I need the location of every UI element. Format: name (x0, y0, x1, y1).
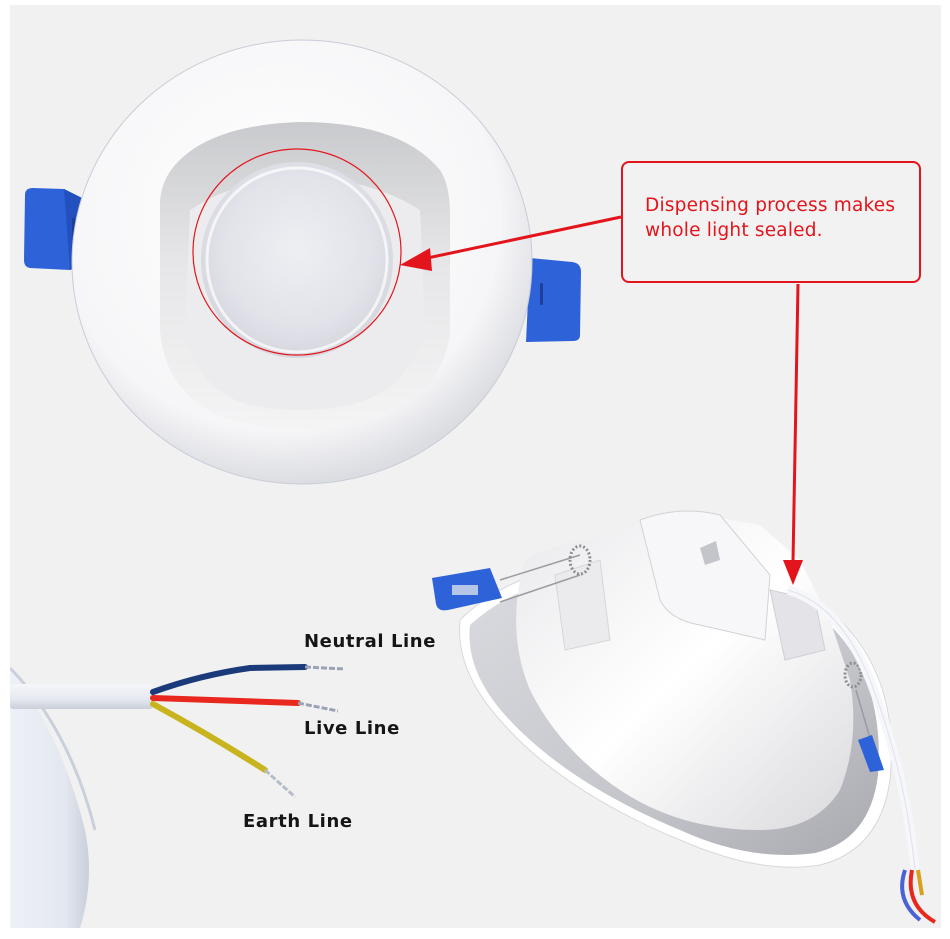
callout-line-2: whole light sealed. (645, 220, 823, 241)
callout-text: Dispensing process makes whole light sea… (645, 193, 920, 243)
arrow-head-left (400, 248, 432, 271)
downlight-front-view (24, 39, 581, 485)
earth-line-label: Earth Line (243, 811, 353, 832)
neutral-line-label: Neutral Line (304, 631, 437, 652)
callout-box: Dispensing process makes whole light sea… (621, 161, 921, 283)
sealed-highlight-circle (192, 148, 402, 356)
arrow-head-down (783, 560, 803, 585)
callout-arrows (400, 215, 803, 585)
downlight-rear-view (432, 510, 937, 924)
callout-line-1: Dispensing process makes (645, 195, 896, 216)
partial-lamp-edge (10, 670, 89, 928)
live-line-label: Live Line (304, 718, 400, 739)
cable-with-wires (10, 664, 346, 928)
product-illustration (10, 39, 937, 928)
product-image-canvas: Dispensing process makes whole light sea… (10, 5, 941, 928)
